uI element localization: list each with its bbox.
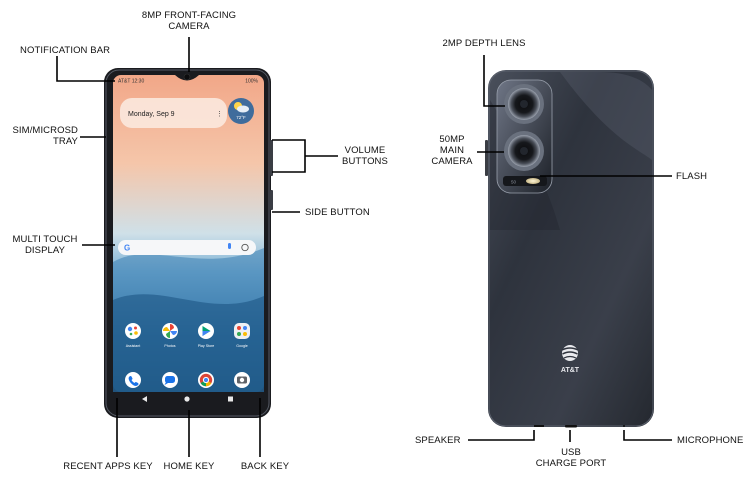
- flash-led: [526, 178, 540, 184]
- callout-line-speaker: [468, 430, 535, 441]
- microphone-hole: [623, 425, 625, 427]
- callout-line-volume-bracket: [272, 139, 306, 173]
- wallpaper-wave-deep: [113, 294, 264, 392]
- lens-icon[interactable]: [241, 243, 249, 252]
- mic-icon[interactable]: [228, 243, 231, 249]
- label-main-camera: 50MP MAIN CAMERA: [431, 134, 473, 167]
- label-front-camera: 8MP FRONT-FACING CAMERA: [141, 10, 237, 32]
- label-flash: FLASH: [676, 171, 708, 182]
- google-g-icon: G: [124, 244, 130, 253]
- label-notification-bar: NOTIFICATION BAR: [20, 45, 111, 56]
- app-phone[interactable]: [125, 372, 141, 388]
- volume-rocker: [270, 140, 273, 176]
- usb-port: [565, 425, 577, 428]
- side-button-hardware: [270, 190, 273, 210]
- home-nav-icon[interactable]: [184, 396, 190, 402]
- att-brand-text: AT&T: [561, 367, 580, 374]
- label-depth-lens: 2MP DEPTH LENS: [442, 38, 526, 49]
- main-camera-center: [520, 147, 528, 155]
- label-multi-touch-display: MULTI TOUCH DISPLAY: [12, 234, 78, 256]
- status-right-text: 100%: [245, 79, 258, 85]
- label-back-key: BACK KEY: [240, 461, 290, 472]
- app-label-1: Assistant: [126, 344, 141, 348]
- callout-line-microphone: [623, 430, 672, 441]
- app-play-store[interactable]: [198, 323, 214, 339]
- label-microphone: MICROPHONE: [677, 435, 744, 446]
- label-volume-buttons: VOLUME BUTTONS: [342, 145, 388, 167]
- callout-line-depth-lens: [483, 55, 505, 107]
- app-camera[interactable]: [234, 372, 250, 388]
- label-home-key: HOME KEY: [163, 461, 215, 472]
- google-search-bar[interactable]: [118, 240, 256, 255]
- label-speaker: SPEAKER: [415, 435, 461, 446]
- widget-menu-icon[interactable]: ⋮: [216, 111, 223, 118]
- front-frame-edge: [105, 69, 270, 417]
- app-label-3: Play Store: [198, 344, 215, 348]
- label-recent-apps-key: RECENT APPS KEY: [63, 461, 153, 472]
- back-volume-rocker: [485, 140, 488, 176]
- recents-nav-icon[interactable]: [228, 396, 233, 402]
- date-text: Monday, Sep 9: [128, 111, 175, 118]
- app-chrome[interactable]: [198, 372, 214, 388]
- camera-module-edge: [496, 79, 553, 194]
- status-left-text: AT&T 12:30: [118, 79, 144, 85]
- label-usb-port: USB CHARGE PORT: [535, 447, 607, 469]
- att-globe-icon: [561, 345, 579, 361]
- callout-lines: [56, 37, 672, 457]
- flash-strip: [503, 176, 547, 186]
- back-phone: 50 AT&T: [485, 70, 654, 428]
- app-label-2: Photos: [164, 344, 175, 348]
- app-google-folder[interactable]: [234, 323, 250, 339]
- label-side-button: SIDE BUTTON: [305, 207, 370, 218]
- back-nav-icon[interactable]: [142, 396, 147, 402]
- weather-temp: 72°F: [236, 115, 246, 120]
- callout-line-notification-bar: [56, 56, 115, 82]
- app-messages[interactable]: [162, 372, 178, 388]
- camera-ai-mark: 50: [511, 180, 517, 185]
- app-assistant[interactable]: [125, 323, 141, 339]
- speaker-grille: [534, 425, 544, 427]
- back-sheen: [560, 72, 652, 160]
- front-phone: AT&T 12:30 100% Monday, Sep 9 ⋮ 72°F G: [104, 68, 273, 418]
- front-camera-lens: [183, 73, 191, 81]
- label-sim-tray: SIM/MICROSD TRAY: [12, 125, 78, 147]
- app-label-4: Google: [236, 344, 248, 348]
- cloud-icon: [237, 105, 249, 113]
- depth-lens-center: [520, 100, 528, 108]
- date-widget[interactable]: [120, 98, 227, 128]
- app-photos[interactable]: [162, 323, 178, 339]
